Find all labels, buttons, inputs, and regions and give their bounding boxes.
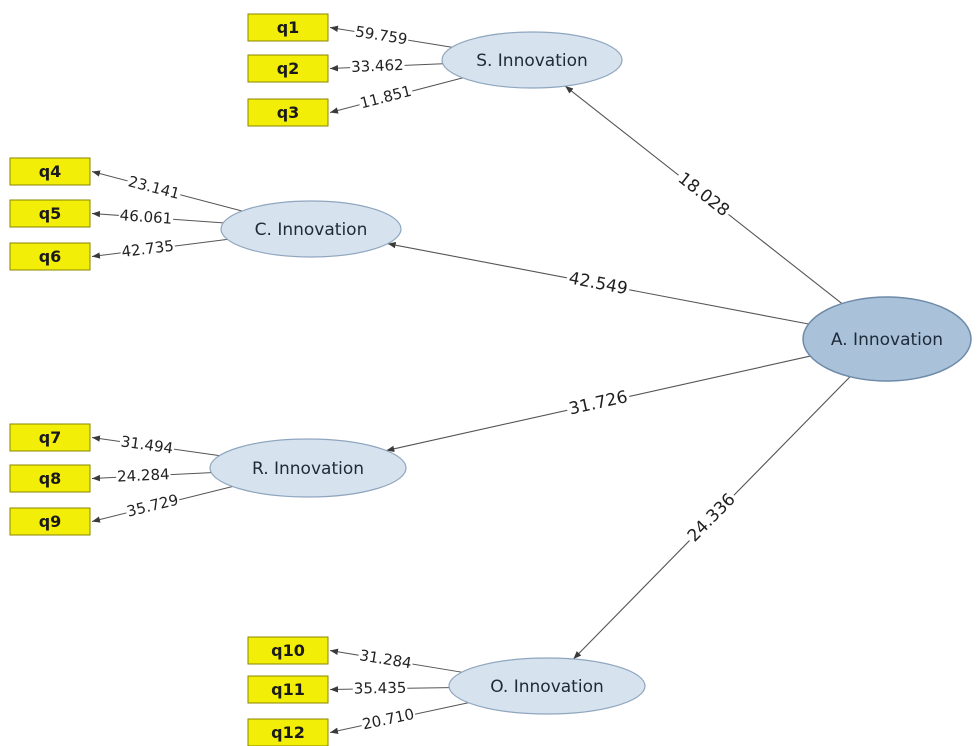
construct-label-c: C. Innovation (255, 220, 368, 240)
loading-value-q10: 31.284 (358, 646, 413, 672)
path-coefficient-bg (682, 488, 742, 548)
loading-value-bg (352, 680, 408, 696)
loading-value-q6: 42.735 (121, 237, 175, 261)
loading-value-bg (119, 434, 175, 456)
indicator-box-q6 (9, 242, 91, 271)
construct-label-o: O. Innovation (490, 677, 604, 697)
indicator-label-q4: q4 (39, 162, 62, 181)
loading-value-bg (353, 24, 410, 47)
loading-value-q7: 31.494 (120, 432, 174, 457)
indicator-label-q10: q10 (271, 641, 305, 660)
loading-value-bg (349, 57, 405, 75)
indicator-label-q3: q3 (277, 103, 300, 122)
indicator-label-q2: q2 (277, 59, 300, 78)
construct-s-innovation (441, 31, 623, 89)
indicator-label-q9: q9 (39, 512, 62, 531)
indicator-box-q9 (9, 507, 91, 536)
indicator-label-q12: q12 (271, 723, 305, 742)
loading-value-q9: 35.729 (125, 491, 180, 521)
loading-value-bg (118, 208, 174, 226)
loading-value-bg (360, 706, 417, 732)
nodes-layer (9, 13, 972, 746)
path-coefficient-bg (672, 167, 735, 223)
indicator-box-q8 (9, 464, 91, 493)
indicator-box-q4 (9, 157, 91, 186)
indicator-label-q1: q1 (277, 18, 300, 37)
construct-r-innovation (209, 438, 407, 498)
indicator-box-q10 (247, 636, 329, 665)
path-coefficient-o: 24.336 (684, 490, 740, 546)
indicator-label-q11: q11 (271, 680, 305, 699)
loading-value-q12: 20.710 (361, 705, 416, 734)
loading-value-q11: 35.435 (354, 679, 407, 698)
path-coefficient-s: 18.028 (674, 169, 733, 221)
indicator-box-q5 (9, 199, 91, 228)
loading-value-bg (119, 238, 176, 260)
construct-label-s: S. Innovation (476, 51, 588, 71)
loading-value-bg (357, 83, 414, 111)
indicator-box-q2 (247, 54, 329, 83)
loading-value-bg (357, 648, 414, 671)
indicator-label-q8: q8 (39, 469, 62, 488)
loading-value-q5: 46.061 (119, 206, 173, 228)
indicator-box-q12 (247, 718, 329, 746)
loading-value-q4: 23.141 (126, 172, 181, 203)
path-coefficient-c: 42.549 (567, 268, 629, 299)
loading-value-q1: 59.759 (354, 22, 409, 48)
indicator-box-q11 (247, 675, 329, 704)
indicator-box-q3 (247, 98, 329, 127)
indicator-box-q1 (247, 13, 329, 42)
loading-value-bg (124, 492, 181, 519)
labels-layer: A. Innovation 18.028 S. Innovation q1 59.759… (39, 18, 943, 742)
indicator-label-q7: q7 (39, 428, 62, 447)
loading-value-q3: 11.851 (358, 82, 413, 113)
path-coefficient-bg (565, 268, 632, 300)
loading-value-bg (125, 173, 183, 202)
path-coefficient-r: 31.726 (567, 387, 629, 419)
path-coefficient-bg (565, 386, 632, 420)
central-construct-a-innovation (802, 296, 972, 382)
indicator-box-q7 (9, 423, 91, 452)
indicator-label-q5: q5 (39, 204, 62, 223)
construct-o-innovation (448, 657, 646, 715)
central-construct-label: A. Innovation (831, 330, 943, 350)
loading-value-q2: 33.462 (351, 56, 404, 76)
construct-c-innovation (220, 200, 402, 258)
loading-value-q8: 24.284 (117, 465, 170, 486)
construct-label-r: R. Innovation (252, 459, 364, 479)
edges-layer (91, 25, 851, 734)
loading-value-bg (115, 467, 171, 484)
indicator-label-q6: q6 (39, 247, 62, 266)
